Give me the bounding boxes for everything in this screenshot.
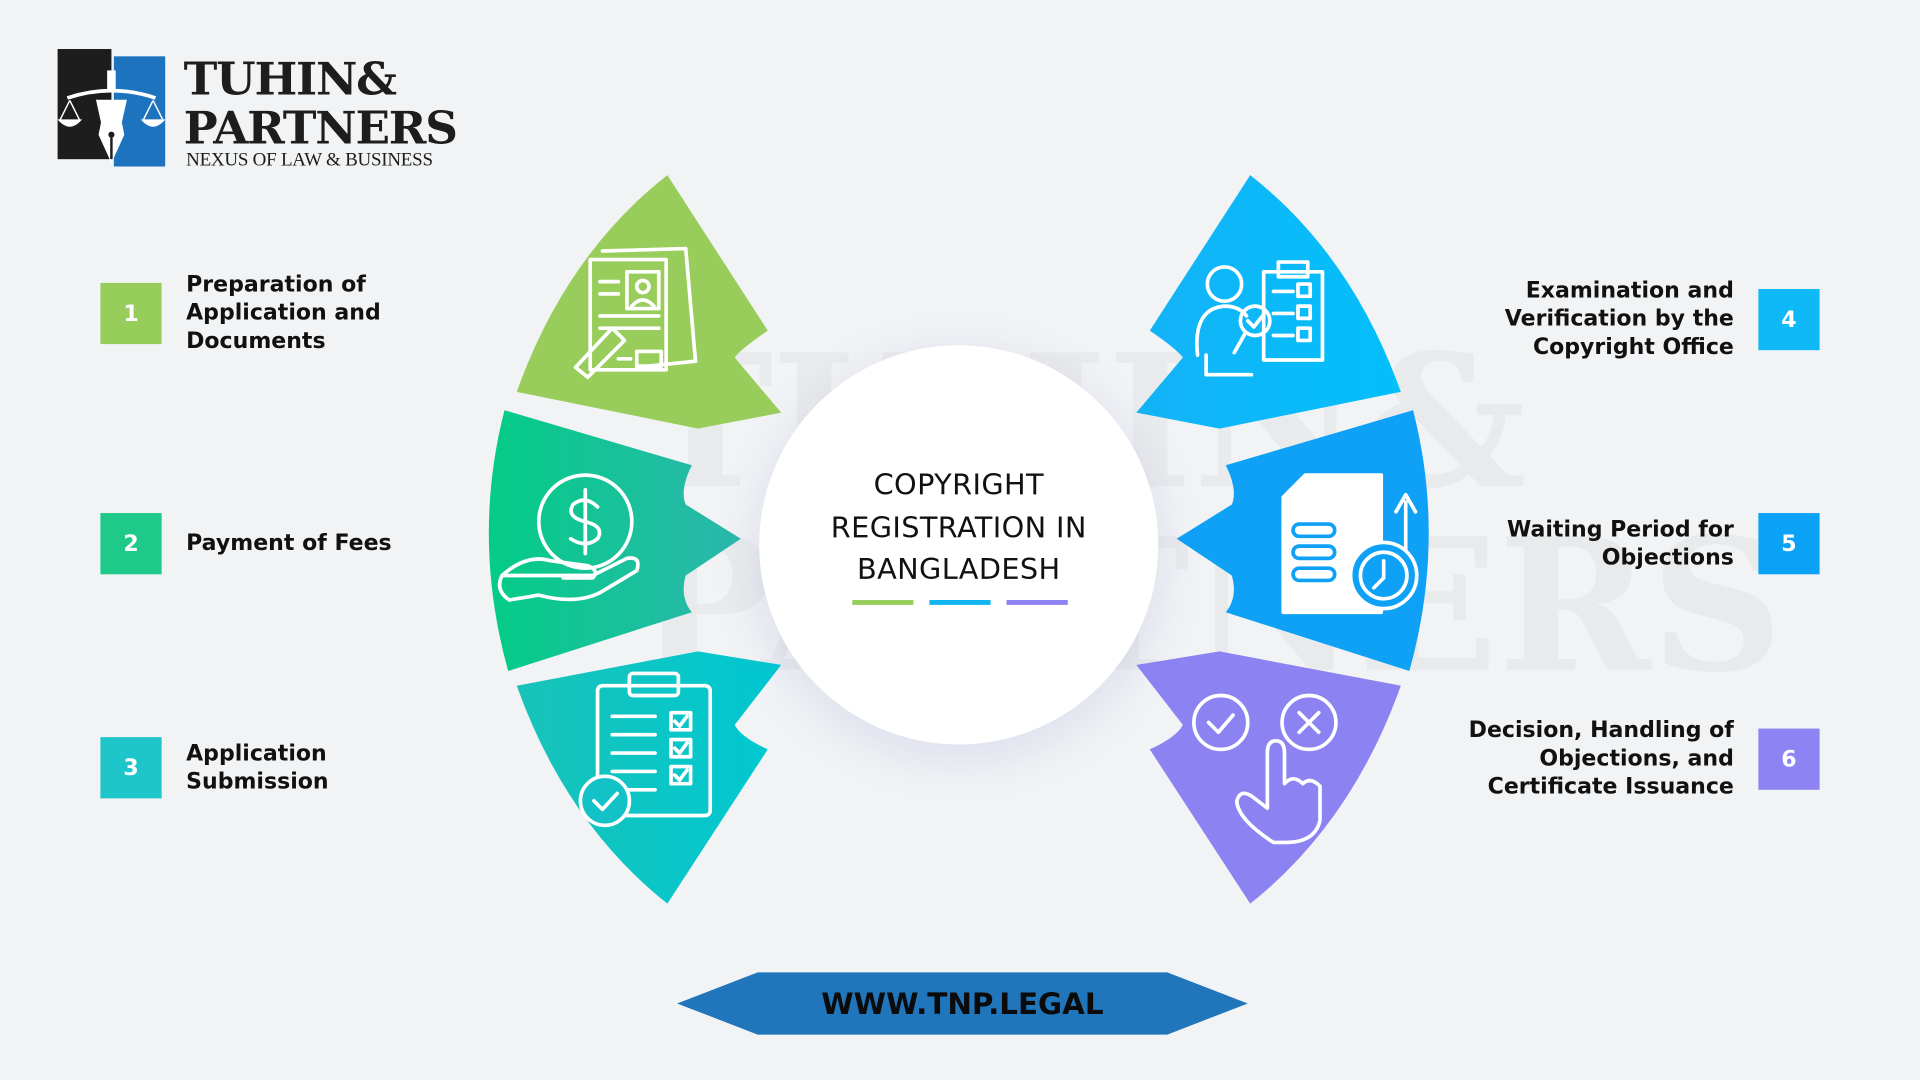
step-1-label: Preparation of Application and Documents <box>186 271 381 354</box>
step-3-label: Application Submission <box>186 740 329 795</box>
petal-step-4 <box>1136 175 1401 429</box>
step-6-label: Decision, Handling of Objections, and Ce… <box>1468 717 1734 800</box>
step-3-number-badge: 3 <box>100 737 162 799</box>
website-link[interactable]: WWW.TNP.LEGAL <box>821 986 1104 1021</box>
person-inspect-clipboard-icon <box>1195 260 1325 377</box>
hand-approve-reject-icon <box>1192 693 1338 845</box>
clipboard-checklist-icon <box>578 671 713 828</box>
step-2-label: Payment of Fees <box>186 530 392 556</box>
center-circle: COPYRIGHT REGISTRATION IN BANGLADESH <box>759 345 1159 745</box>
center-title-line3: BANGLADESH <box>856 552 1061 587</box>
brand-tagline: NEXUS OF LAW & BUSINESS <box>186 149 433 171</box>
brand-name: TUHIN& PARTNERS <box>183 51 458 155</box>
step-6-number-badge: 6 <box>1758 728 1820 790</box>
document-pen-icon <box>573 246 698 379</box>
center-title-line2: REGISTRATION IN <box>830 510 1087 545</box>
step-5-number-badge: 5 <box>1758 513 1820 575</box>
website-banner[interactable]: WWW.TNP.LEGAL <box>677 972 1248 1035</box>
brand-name-line1: TUHIN& <box>183 51 397 106</box>
logo-scales-pen-icon <box>57 48 166 167</box>
petal-step-2 <box>488 410 741 672</box>
center-title: COPYRIGHT REGISTRATION IN BANGLADESH <box>759 464 1158 591</box>
center-title-line1: COPYRIGHT <box>873 467 1044 503</box>
accent-bar-green <box>852 600 914 605</box>
petal-step-3 <box>516 651 782 904</box>
accent-bar-purple <box>1006 600 1068 605</box>
banner-arrow-shape <box>677 972 1248 1035</box>
step-2-number-badge: 2 <box>100 513 162 575</box>
hand-coin-dollar-icon <box>497 473 640 602</box>
step-4-label: Examination and Verification by the Copy… <box>1504 277 1734 361</box>
brand-name-line2: PARTNERS <box>183 100 458 155</box>
accent-bar-blue <box>929 600 991 605</box>
document-clock-icon <box>1281 473 1419 615</box>
step-1-number-badge: 1 <box>100 282 162 345</box>
step-4-number-badge: 4 <box>1758 288 1820 351</box>
step-5-label: Waiting Period for Objections <box>1506 516 1734 571</box>
